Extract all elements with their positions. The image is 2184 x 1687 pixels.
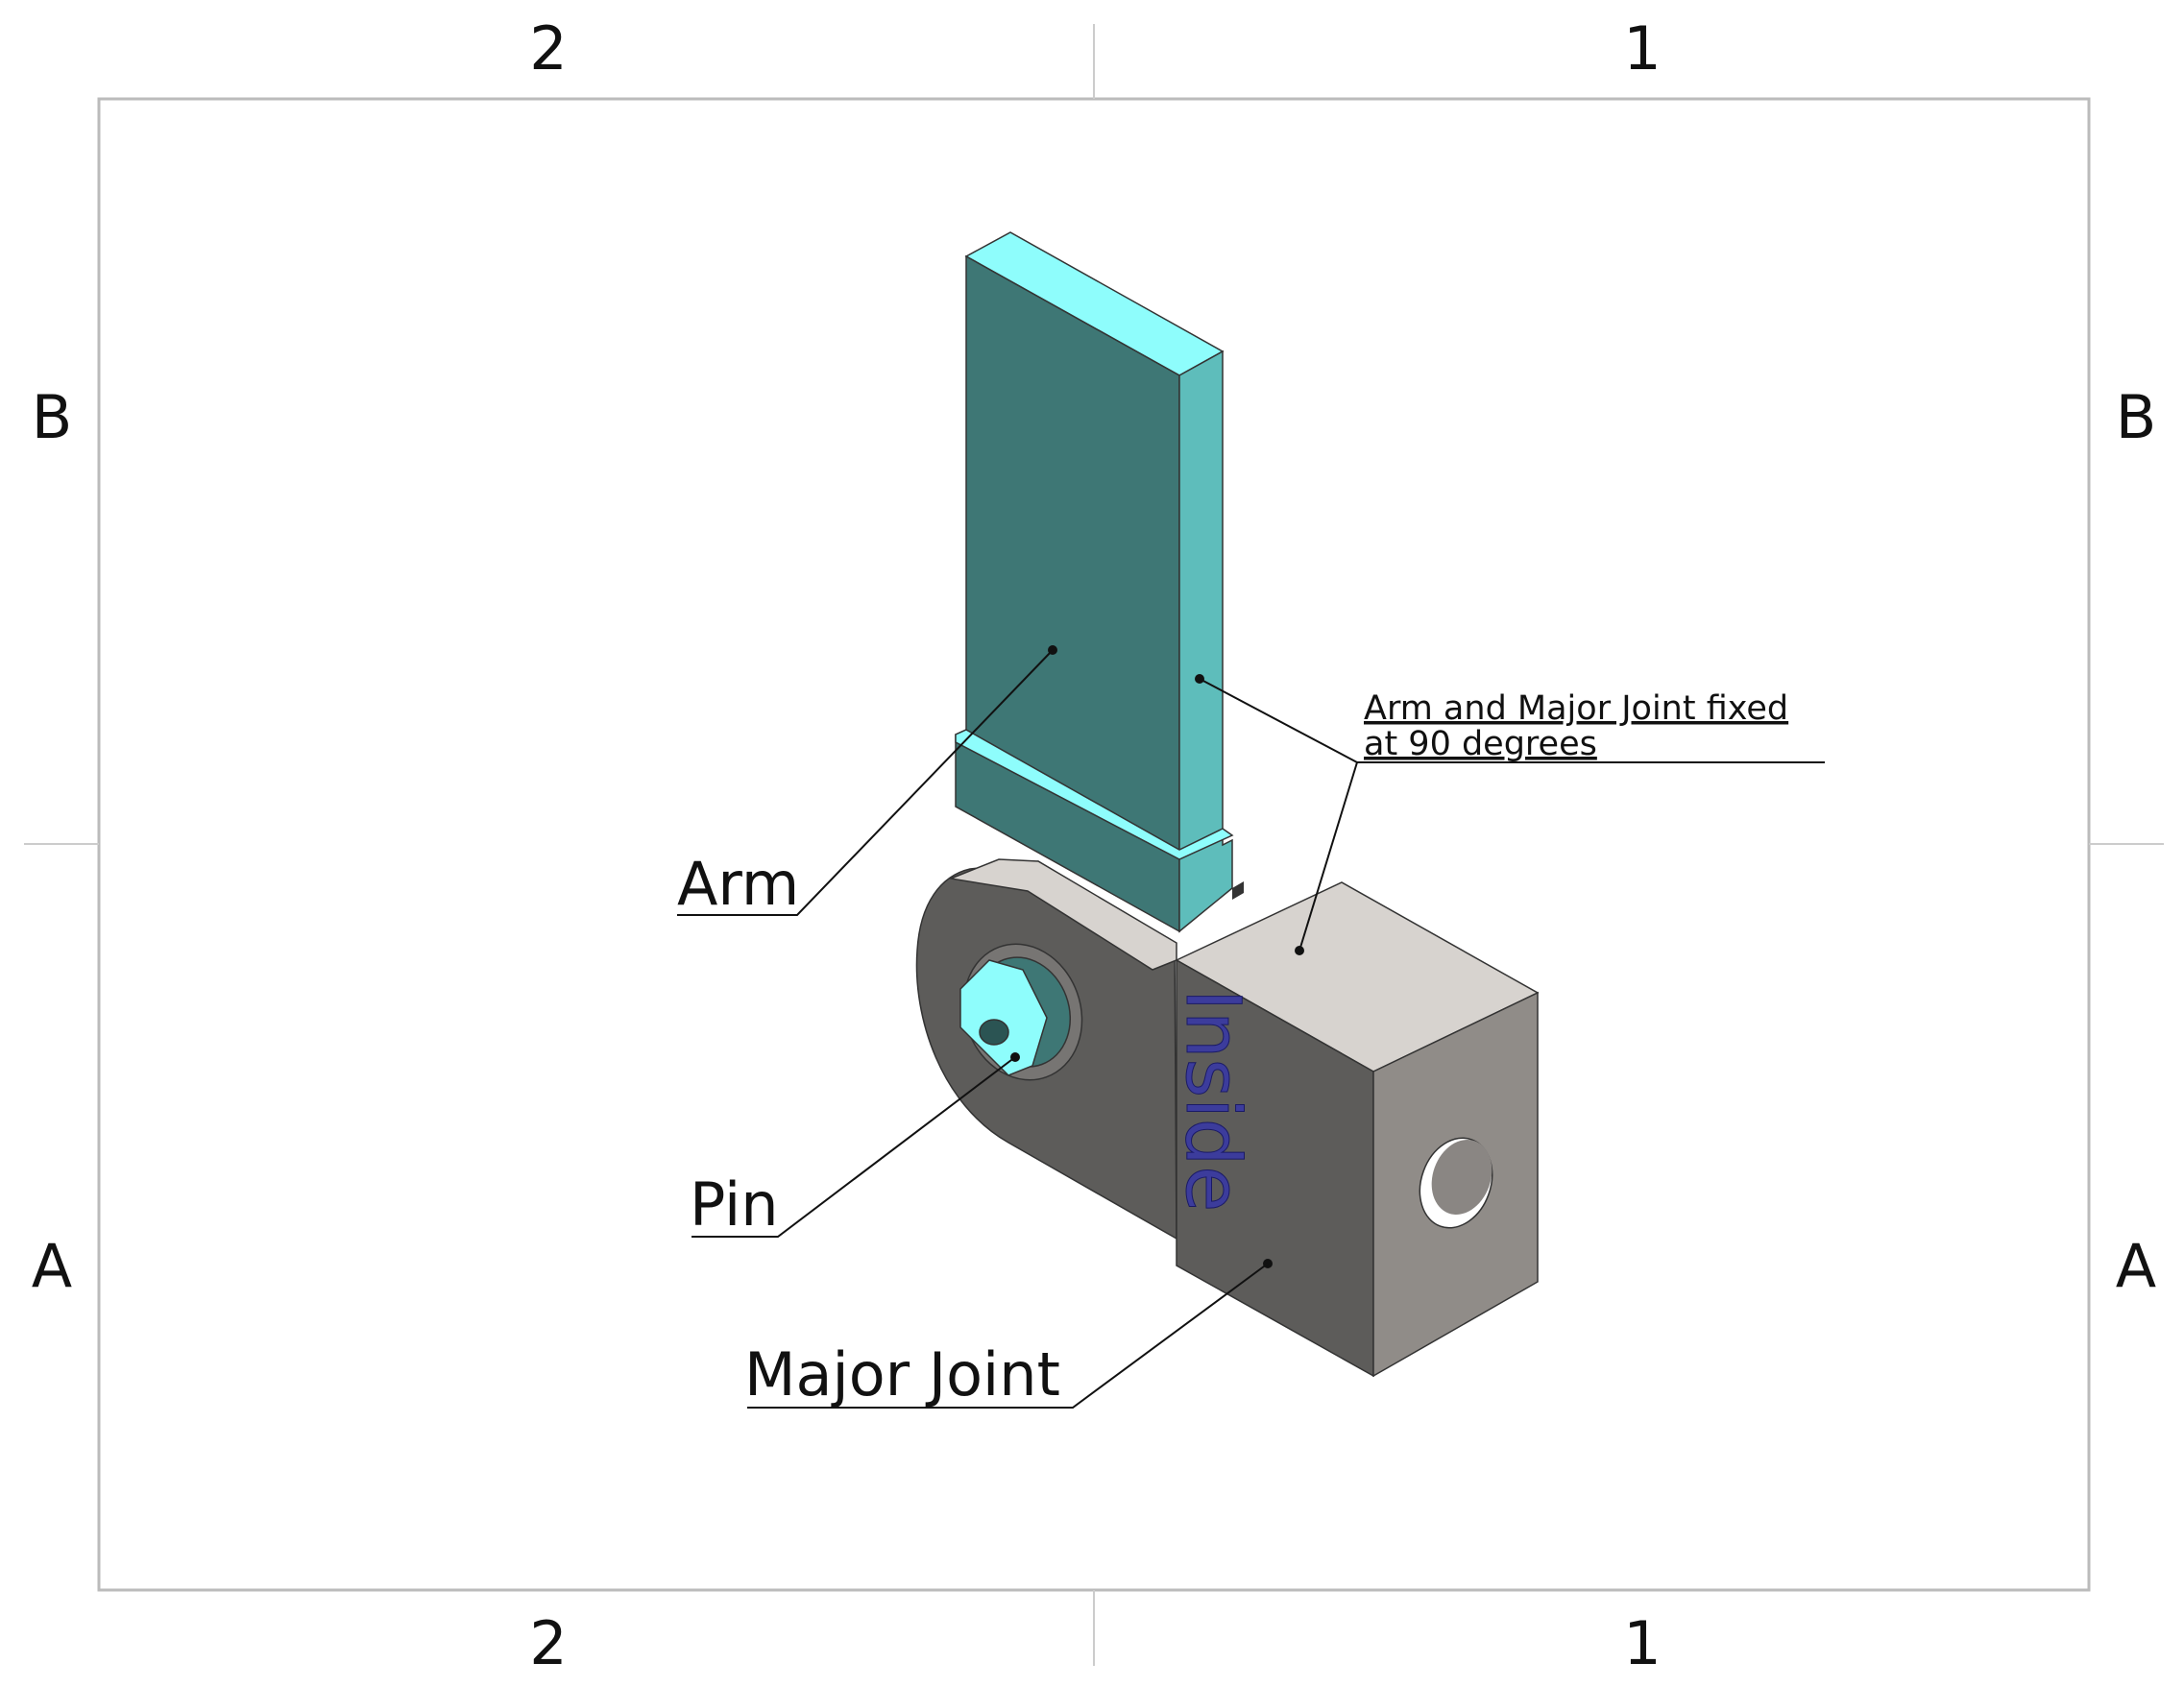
arm-side-face	[1178, 349, 1233, 933]
note-leader-line-arm	[1199, 678, 1358, 763]
pin-tab	[959, 959, 1048, 1076]
arm-leader-line	[677, 649, 1054, 916]
major-joint-label: Major Joint	[744, 1339, 1060, 1410]
pin-hole	[979, 1019, 1009, 1046]
major-joint-part: Inside	[915, 858, 1540, 1378]
arm-part	[955, 231, 1244, 933]
pin-part	[959, 943, 1083, 1081]
zone-column-bottom-left: 2	[529, 1608, 567, 1678]
zone-column-top-left: 2	[529, 13, 567, 84]
joint-flange-rim	[948, 858, 1177, 971]
zone-row-right-upper: B	[2116, 382, 2157, 452]
zone-markers: 2 1 2 1 B B A A	[32, 13, 2157, 1678]
zone-row-left-upper: B	[32, 382, 73, 452]
arm-slot-shadow	[1232, 881, 1244, 900]
arm-label: Arm	[677, 849, 799, 919]
joint-side-hole-depth	[1431, 1140, 1492, 1215]
note-line-2: at 90 degrees	[1364, 725, 1597, 763]
arm-step-ledge	[955, 729, 1234, 860]
annotations: Arm Pin Major Joint Arm and Major Joint …	[677, 645, 1825, 1410]
zone-column-bottom-right: 1	[1623, 1608, 1661, 1678]
drawing-frame	[24, 24, 2164, 1666]
engraving-text: Inside	[1169, 989, 1255, 1212]
note-line-1: Arm and Major Joint fixed	[1364, 689, 1788, 728]
pin-label: Pin	[690, 1169, 779, 1240]
major-joint-leader-line	[747, 1263, 1269, 1409]
note-leader-line-joint	[1298, 761, 1358, 952]
zone-column-top-right: 1	[1623, 13, 1661, 84]
zone-row-right-lower: A	[2116, 1231, 2156, 1301]
pin-leader-line	[692, 1056, 1016, 1238]
zone-row-left-lower: A	[32, 1231, 72, 1301]
